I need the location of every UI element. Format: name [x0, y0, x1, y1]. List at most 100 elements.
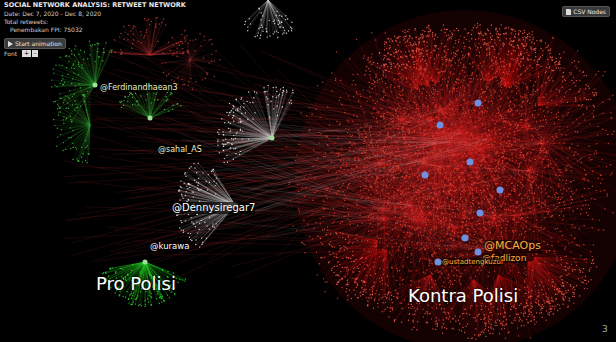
account-dot — [380, 170, 381, 171]
account-dot — [561, 134, 562, 135]
account-dot — [518, 180, 519, 181]
account-dot — [378, 238, 379, 239]
account-dot — [409, 236, 410, 237]
account-dot — [506, 142, 507, 143]
account-dot — [604, 208, 605, 209]
account-dot — [495, 132, 496, 133]
account-dot — [409, 218, 410, 219]
account-dot — [558, 197, 559, 198]
account-dot — [369, 251, 370, 252]
account-dot — [439, 245, 440, 246]
account-dot — [546, 320, 547, 321]
account-dot — [519, 165, 520, 166]
account-dot — [462, 126, 463, 127]
account-dot — [408, 130, 409, 131]
account-dot — [449, 108, 450, 109]
account-dot — [410, 156, 411, 157]
account-dot — [485, 85, 486, 86]
account-dot — [526, 94, 527, 95]
account-dot — [439, 206, 440, 207]
account-dot — [527, 175, 528, 176]
account-dot — [552, 279, 553, 280]
account-dot — [327, 106, 328, 107]
account-dot — [342, 258, 343, 259]
account-dot — [439, 106, 440, 107]
account-dot — [485, 161, 486, 162]
account-dot — [500, 143, 501, 144]
account-dot — [416, 243, 417, 244]
account-dot — [474, 43, 475, 44]
account-dot — [426, 67, 427, 68]
account-dot — [574, 258, 575, 259]
account-dot — [480, 147, 481, 148]
account-dot — [428, 239, 429, 240]
account-dot — [552, 136, 553, 137]
account-dot — [547, 196, 548, 197]
account-dot — [486, 75, 487, 76]
account-dot — [462, 57, 463, 58]
account-dot — [508, 121, 509, 122]
account-dot — [460, 87, 461, 88]
account-dot — [383, 70, 384, 71]
account-dot — [597, 126, 598, 127]
account-dot — [545, 189, 546, 190]
account-dot — [438, 81, 439, 82]
account-dot — [539, 201, 540, 202]
account-dot — [398, 146, 399, 147]
account-dot — [459, 243, 460, 244]
account-dot — [555, 283, 556, 284]
account-dot — [555, 192, 556, 193]
account-dot — [401, 128, 402, 129]
account-dot — [532, 314, 533, 315]
account-dot — [420, 116, 421, 117]
account-dot — [587, 215, 588, 216]
account-dot — [544, 228, 545, 229]
account-dot — [417, 208, 418, 209]
account-dot — [543, 300, 544, 301]
account-dot — [421, 243, 422, 244]
account-dot — [600, 190, 601, 191]
account-dot — [410, 69, 411, 70]
account-dot — [541, 188, 542, 189]
account-dot — [432, 187, 433, 188]
account-dot — [376, 112, 377, 113]
account-dot — [575, 262, 576, 263]
account-dot — [573, 122, 574, 123]
account-dot — [441, 89, 442, 90]
account-dot — [357, 225, 358, 226]
account-dot — [523, 204, 524, 205]
account-dot — [509, 160, 510, 161]
account-dot — [500, 164, 501, 165]
account-dot — [456, 275, 457, 276]
account-dot — [502, 160, 503, 161]
account-dot — [547, 102, 548, 103]
account-dot — [559, 175, 560, 176]
account-dot — [435, 125, 436, 126]
account-dot — [502, 77, 503, 78]
account-dot — [475, 321, 476, 322]
account-dot — [384, 117, 385, 118]
account-dot — [459, 73, 460, 74]
account-dot — [432, 197, 433, 198]
account-dot — [602, 75, 603, 76]
account-dot — [457, 232, 458, 233]
account-dot — [423, 235, 424, 236]
account-dot — [443, 205, 444, 206]
account-dot — [402, 31, 403, 32]
account-dot — [545, 152, 546, 153]
account-dot — [432, 84, 433, 85]
account-dot — [407, 257, 408, 258]
account-dot — [450, 160, 451, 161]
account-dot — [577, 208, 578, 209]
account-dot — [553, 138, 554, 139]
account-dot — [360, 186, 361, 187]
account-dot — [488, 183, 489, 184]
account-dot — [376, 75, 377, 76]
account-dot — [348, 95, 349, 96]
account-dot — [579, 228, 580, 229]
account-dot — [355, 84, 356, 85]
account-dot — [553, 143, 554, 144]
account-dot — [532, 270, 533, 271]
account-dot — [539, 263, 540, 264]
account-dot — [484, 100, 485, 101]
